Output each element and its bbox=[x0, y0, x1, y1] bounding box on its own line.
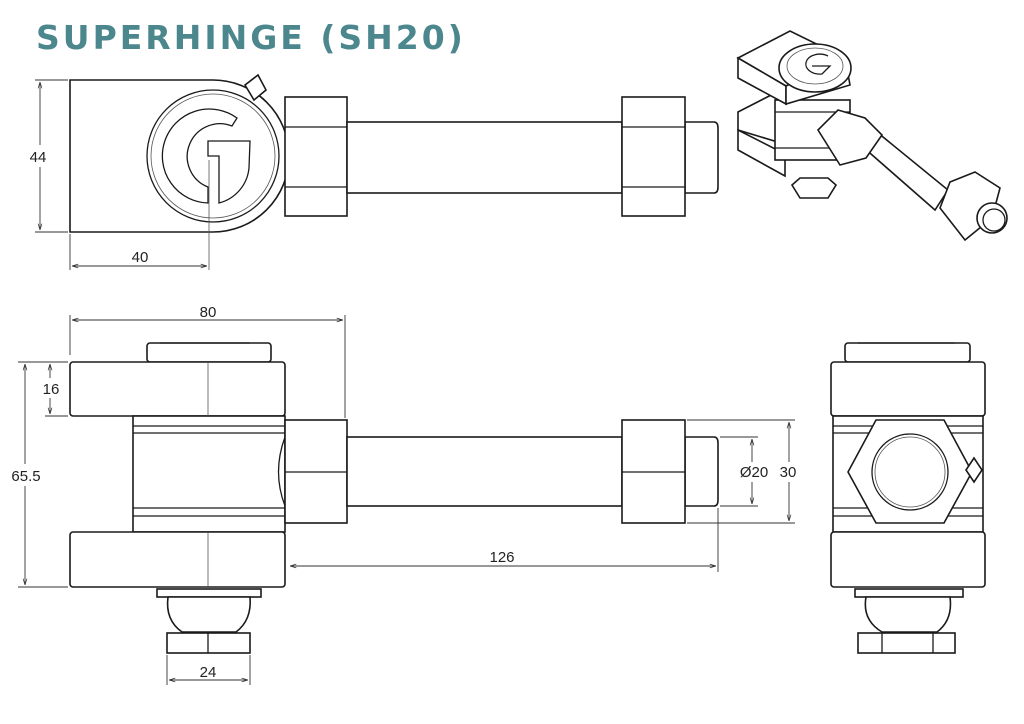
dimension-80: 80 bbox=[69, 304, 346, 418]
svg-text:126: 126 bbox=[489, 549, 514, 566]
svg-text:44: 44 bbox=[30, 149, 47, 166]
dimension-diameter-20: Ø20 bbox=[720, 436, 770, 507]
svg-text:65.5: 65.5 bbox=[11, 468, 40, 485]
side-view bbox=[830, 342, 986, 654]
svg-text:16: 16 bbox=[43, 381, 60, 398]
dimension-16: 16 bbox=[38, 364, 68, 417]
svg-text:40: 40 bbox=[132, 249, 149, 266]
svg-text:30: 30 bbox=[780, 464, 797, 481]
top-view bbox=[69, 73, 719, 270]
dimension-65-5: 65.5 bbox=[6, 361, 68, 588]
drawing-title: SUPERHINGE (SH20) bbox=[36, 18, 466, 57]
dimension-40: 40 bbox=[69, 234, 207, 270]
front-view bbox=[69, 342, 719, 654]
dimension-44: 44 bbox=[25, 79, 68, 233]
dimension-24: 24 bbox=[166, 655, 251, 685]
g-logo-icon bbox=[161, 108, 251, 204]
svg-text:24: 24 bbox=[200, 664, 217, 681]
dimension-126: 126 bbox=[290, 508, 719, 572]
isometric-view bbox=[736, 30, 1008, 242]
svg-text:Ø20: Ø20 bbox=[740, 464, 768, 481]
dimension-30: 30 bbox=[687, 419, 802, 524]
svg-text:80: 80 bbox=[200, 304, 217, 321]
grease-nipple bbox=[243, 73, 268, 102]
